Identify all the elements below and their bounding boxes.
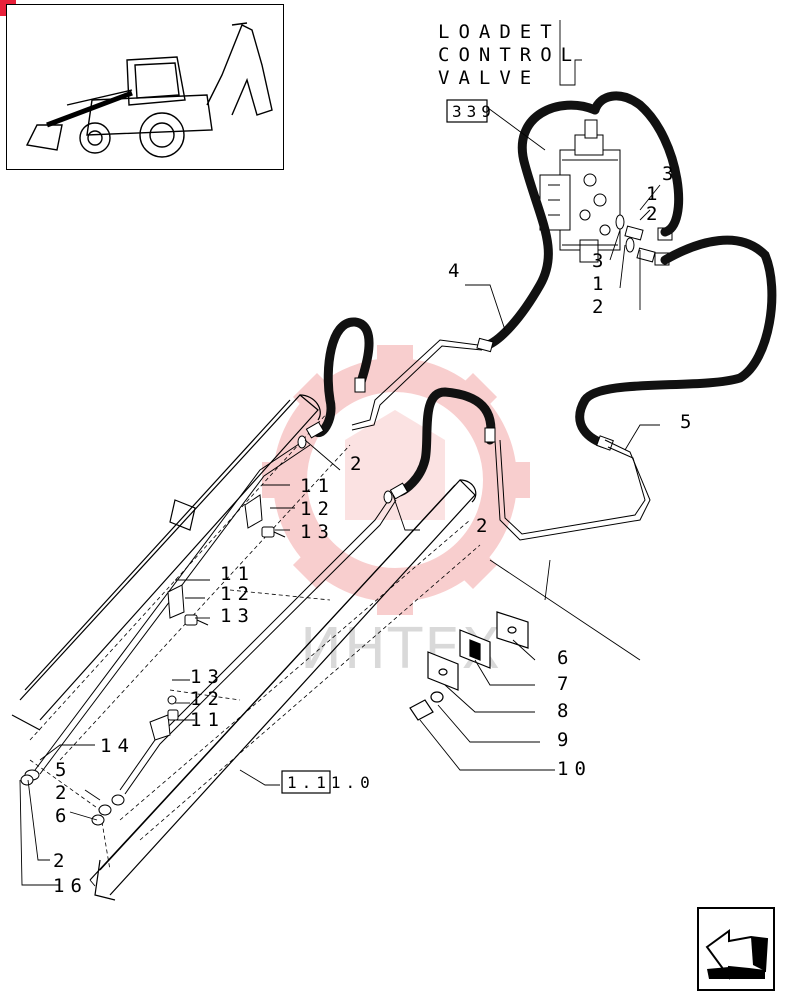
tube-fittings (20, 435, 393, 826)
next-page-button[interactable] (697, 907, 775, 991)
callout-2f: 2 (53, 850, 70, 872)
clamps-bolts (149, 494, 286, 741)
pad-parts (409, 611, 529, 721)
callout-13b: 13 (220, 605, 255, 627)
callouts: 3 1 2 3 1 2 4 5 2 11 12 13 2 11 12 13 13… (53, 163, 697, 897)
callout-16: 16 (53, 875, 88, 897)
title-line-2: CONTROL (438, 44, 581, 66)
callout-11c: 11 (190, 709, 225, 731)
callout-12c: 12 (190, 688, 225, 710)
ref-box-valve[interactable]: 339 (446, 99, 496, 123)
title-line-3: VALVE (438, 67, 540, 89)
callout-13c: 13 (190, 666, 225, 688)
callout-5: 5 (680, 411, 697, 433)
valve-title: LOADET CONTROL VALVE (438, 21, 581, 89)
callout-11b: 11 (220, 563, 255, 585)
title-line-1: LOADET (438, 21, 561, 43)
callout-2a: 2 (646, 203, 663, 225)
callout-10: 10 (557, 758, 592, 780)
callout-3b: 3 (592, 250, 609, 272)
callout-13a: 13 (300, 521, 335, 543)
callout-4: 4 (448, 260, 465, 282)
rigid-tubes (34, 339, 651, 795)
valve-fittings (615, 214, 673, 266)
leader-lines (19, 20, 661, 887)
callout-2e: 2 (55, 782, 72, 804)
callout-6a: 6 (557, 647, 574, 669)
control-valve (539, 119, 621, 263)
machine-thumbnail (6, 4, 284, 170)
callout-3a: 3 (662, 163, 679, 185)
arrow-icon (705, 929, 769, 981)
callout-9: 9 (557, 729, 574, 751)
watermark-gear (262, 345, 530, 615)
callout-6b: 6 (55, 805, 72, 827)
loader-arm-right (89, 479, 477, 901)
hoses (310, 91, 777, 497)
callout-7: 7 (557, 673, 574, 695)
callout-8: 8 (557, 700, 574, 722)
hose-ends (305, 337, 614, 500)
callout-11a: 11 (300, 475, 335, 497)
callout-14: 14 (100, 735, 135, 757)
ref-box-arm[interactable]: 1.11.0 (281, 770, 375, 794)
backhoe-loader-icon (25, 22, 273, 158)
loader-arm-left (11, 394, 321, 731)
callout-12b: 12 (220, 583, 255, 605)
callout-2d: 2 (476, 515, 493, 537)
callout-2b: 2 (592, 296, 609, 318)
callout-2c: 2 (350, 453, 367, 475)
callout-1b: 1 (592, 273, 609, 295)
svg-text:1.11.0: 1.11.0 (287, 773, 375, 792)
callout-1a: 1 (646, 183, 663, 205)
callout-5b: 5 (55, 759, 72, 781)
svg-text:339: 339 (452, 102, 496, 121)
callout-12a: 12 (300, 498, 335, 520)
